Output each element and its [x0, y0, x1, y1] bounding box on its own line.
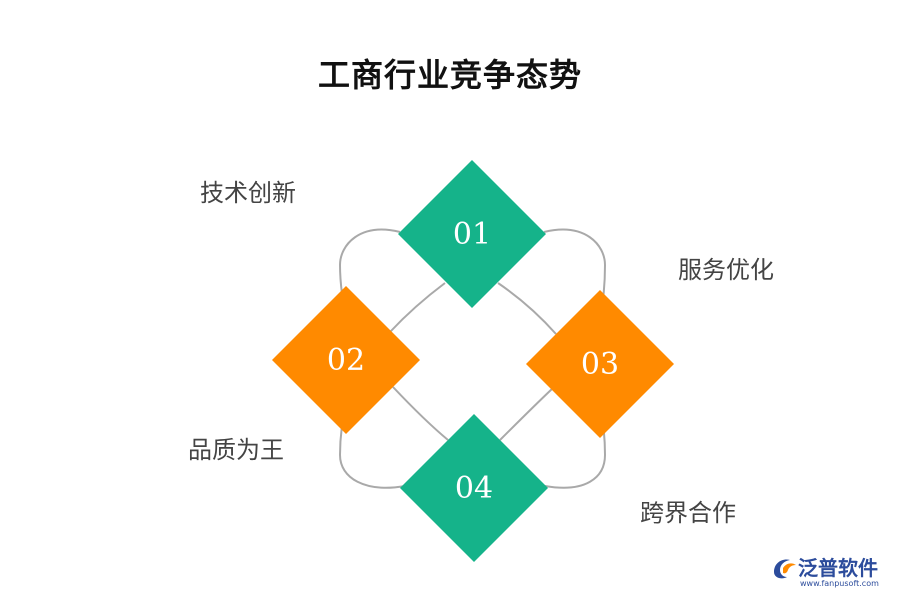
diamond-04-number: 04 — [455, 471, 493, 506]
diamond-01-number: 01 — [453, 217, 491, 252]
connector-inner-top-right — [497, 282, 557, 335]
label-service-optimization: 服务优化 — [678, 256, 774, 284]
diamond-04 — [400, 414, 548, 562]
label-cross-border-cooperation: 跨界合作 — [640, 499, 736, 527]
diamond-02 — [272, 286, 420, 434]
brand-watermark: 泛普软件 www.fanpusoft.com — [770, 552, 895, 592]
label-quality-first: 品质为王 — [188, 436, 284, 464]
fanpu-logo-icon — [774, 559, 796, 579]
connector-inner-bottom-left — [392, 386, 449, 441]
diamond-01 — [398, 160, 546, 308]
brand-url: www.fanpusoft.com — [800, 579, 879, 588]
connector-inner-top-left — [389, 282, 446, 333]
label-tech-innovation: 技术创新 — [200, 179, 296, 207]
diamond-02-number: 02 — [327, 343, 365, 378]
connector-inner-bottom-right — [499, 387, 554, 441]
page-title: 工商行业竞争态势 — [317, 56, 582, 94]
diamond-03 — [526, 290, 674, 438]
diamond-03-number: 03 — [581, 347, 619, 382]
brand-name: 泛普软件 — [798, 556, 878, 580]
